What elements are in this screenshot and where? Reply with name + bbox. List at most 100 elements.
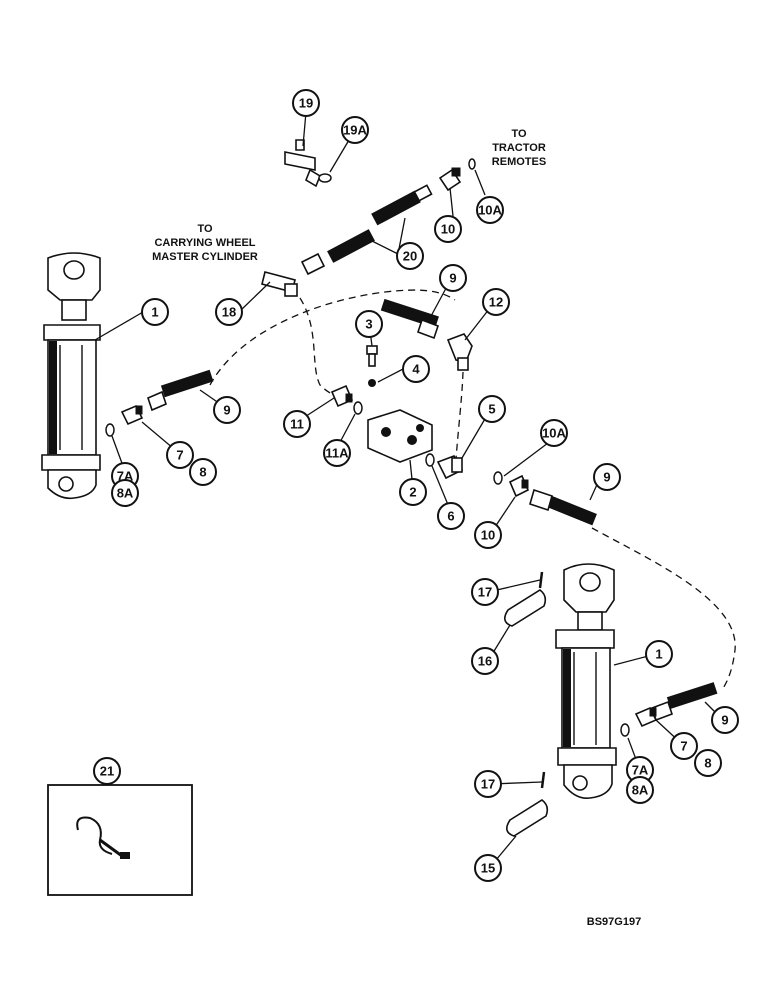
label-to-tractor-remotes: TO TRACTOR REMOTES <box>492 128 546 168</box>
svg-text:21: 21 <box>100 764 114 779</box>
callout-3: 3 <box>355 310 383 338</box>
label-to-carrying-wheel: TO CARRYING WHEEL MASTER CYLINDER <box>152 223 258 263</box>
callout-10A-top: 10A <box>476 196 504 224</box>
svg-text:9: 9 <box>721 713 728 728</box>
callout-1-right: 1 <box>645 640 673 668</box>
callout-10A-mid: 10A <box>540 419 568 447</box>
svg-text:19: 19 <box>299 96 313 111</box>
callout-9-low: 9 <box>711 706 739 734</box>
callout-8-left: 8 <box>189 458 217 486</box>
svg-text:18: 18 <box>222 305 236 320</box>
dashed-route-lower-right <box>591 527 736 691</box>
callout-15: 15 <box>474 854 502 882</box>
callout-7-right: 7 <box>670 732 698 760</box>
callout-5: 5 <box>478 395 506 423</box>
cotter-pin-17-top <box>538 571 544 589</box>
callout-21: 21 <box>93 757 121 785</box>
dashed-route-right <box>455 371 464 461</box>
adapter-10-top <box>438 167 462 192</box>
callout-12: 12 <box>482 288 510 316</box>
tee-fitting-18 <box>261 271 298 297</box>
callout-11A: 11A <box>323 439 351 467</box>
svg-text:11A: 11A <box>325 446 349 461</box>
cable-strap-21 <box>76 816 130 859</box>
callout-19A: 19A <box>341 116 369 144</box>
adapter-10-mid <box>508 474 530 498</box>
callout-19: 19 <box>292 89 320 117</box>
cylinder-left <box>41 252 101 500</box>
svg-text:8A: 8A <box>117 486 134 501</box>
svg-text:6: 6 <box>447 509 454 524</box>
callout-17-top: 17 <box>471 578 499 606</box>
detail-box-21 <box>47 784 193 896</box>
svg-text:2: 2 <box>409 485 416 500</box>
callout-8-right: 8 <box>694 749 722 777</box>
svg-text:10A: 10A <box>478 203 502 218</box>
callout-16: 16 <box>471 647 499 675</box>
svg-text:7: 7 <box>176 448 183 463</box>
clevis-pin-15 <box>506 799 549 837</box>
svg-text:8A: 8A <box>632 783 649 798</box>
callout-10-top: 10 <box>434 215 462 243</box>
svg-text:7A: 7A <box>632 763 649 778</box>
oring-10A-top <box>468 158 476 170</box>
callout-9-right: 9 <box>593 463 621 491</box>
hose-9-low <box>650 682 718 722</box>
clevis-pin-16 <box>504 589 547 627</box>
svg-text:8: 8 <box>704 756 711 771</box>
svg-text:9: 9 <box>449 271 456 286</box>
adapter-11 <box>330 384 354 408</box>
svg-text:7: 7 <box>680 739 687 754</box>
svg-text:5: 5 <box>488 402 495 417</box>
svg-text:16: 16 <box>478 654 492 669</box>
svg-text:9: 9 <box>223 403 230 418</box>
oring-7A-right <box>620 723 630 737</box>
callout-20: 20 <box>396 242 424 270</box>
callout-17-bottom: 17 <box>474 770 502 798</box>
oring-19A <box>318 173 332 183</box>
callout-11: 11 <box>283 410 311 438</box>
cylinder-right <box>555 563 617 800</box>
bolt-3 <box>366 345 378 367</box>
callout-2: 2 <box>399 478 427 506</box>
callout-7-left: 7 <box>166 441 194 469</box>
adapter-7-left <box>120 404 144 426</box>
oring-7A-left <box>105 423 115 437</box>
svg-text:9: 9 <box>603 470 610 485</box>
hose-20-upper <box>371 184 433 226</box>
callout-4: 4 <box>402 355 430 383</box>
callout-8A-right: 8A <box>626 776 654 804</box>
svg-text:10A: 10A <box>542 426 566 441</box>
svg-text:15: 15 <box>481 861 495 876</box>
valve-block-2 <box>367 409 433 463</box>
hose-20-lower <box>300 229 375 276</box>
elbow-12 <box>446 333 473 371</box>
hose-9-right <box>529 488 597 526</box>
ball-4 <box>368 379 376 387</box>
dashed-route-main <box>209 289 456 386</box>
label-carrying-line-2: CARRYING WHEEL <box>154 237 255 249</box>
hose-9-mid <box>380 298 440 340</box>
label-tractor-line-1: TO <box>511 128 527 140</box>
svg-text:1: 1 <box>655 647 662 662</box>
callout-1-left: 1 <box>141 298 169 326</box>
dashed-route-left-tee <box>299 297 346 399</box>
oring-11A <box>353 401 363 415</box>
svg-text:4: 4 <box>412 362 420 377</box>
elbow-5 <box>436 455 464 480</box>
svg-text:17: 17 <box>481 777 495 792</box>
callout-10-mid: 10 <box>474 521 502 549</box>
label-carrying-line-3: MASTER CYLINDER <box>152 251 258 263</box>
oring-10A-mid <box>493 471 503 485</box>
svg-text:8: 8 <box>199 465 206 480</box>
label-carrying-line-1: TO <box>197 223 213 235</box>
oring-6 <box>425 453 435 467</box>
svg-text:1: 1 <box>151 305 158 320</box>
adapter-7-right <box>634 706 658 728</box>
label-tractor-line-3: REMOTES <box>492 156 546 168</box>
figure-code: BS97G197 <box>587 916 641 928</box>
hose-9-left <box>147 369 214 412</box>
svg-text:17: 17 <box>478 585 492 600</box>
svg-text:20: 20 <box>403 249 417 264</box>
